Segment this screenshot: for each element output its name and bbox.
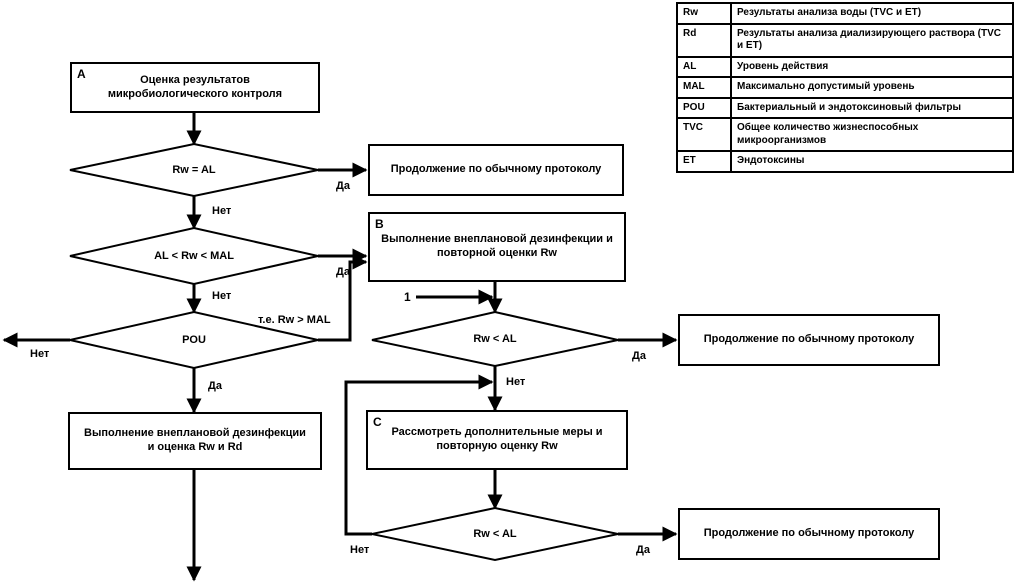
label-no-d3: Нет — [30, 348, 50, 360]
legend-abbr: TVC — [676, 117, 732, 152]
legend-desc: Уровень действия — [730, 55, 1014, 78]
box-usual2-text: Продолжение по обычному протоколу — [703, 333, 915, 346]
decision-d1-text: Rw = AL — [172, 164, 216, 176]
label-no-d1: Нет — [212, 205, 232, 217]
legend-desc: Максимально допустимый уровень — [730, 76, 1014, 99]
legend-row: TVC Общее количество жизнеспособных микр… — [676, 117, 1014, 152]
label-yes-d3: Да — [208, 380, 222, 392]
decision-d5 — [371, 506, 619, 562]
legend-row: POU Бактериальный и эндотоксиновый фильт… — [676, 96, 1014, 119]
decision-d4 — [371, 310, 619, 368]
legend-row: Rd Результаты анализа диализирующего рас… — [676, 22, 1014, 58]
arrow-d3-to-b — [318, 254, 368, 342]
decision-d2-text: AL < Rw < MAL — [154, 250, 234, 262]
legend-row: ET Эндотоксины — [676, 150, 1014, 173]
box-a-text: Оценка результатов микробиологического к… — [107, 73, 283, 100]
decision-d5-text: Rw < AL — [473, 528, 517, 540]
box-c-additional-measures: C Рассмотреть дополнительные меры и повт… — [366, 410, 628, 470]
label-no-d2: Нет — [212, 290, 232, 302]
decision-d4-text: Rw < AL — [473, 333, 517, 345]
box-usual-protocol-1: Продолжение по обычному протоколу — [368, 144, 624, 196]
label-no-d5: Нет — [350, 544, 370, 556]
box-extra-disinfection: Выполнение внеплановой дезинфекции и оце… — [68, 412, 322, 470]
legend-abbr: ET — [676, 150, 732, 173]
box-b-disinfection: B Выполнение внеплановой дезинфекции и п… — [368, 212, 626, 282]
legend-row: MAL Максимально допустимый уровень — [676, 76, 1014, 99]
box-a-assessment: A Оценка результатов микробиологического… — [70, 62, 320, 113]
legend-abbr: POU — [676, 96, 732, 119]
label-yes-d5: Да — [636, 544, 650, 556]
box-c-text: Рассмотреть дополнительные меры и повтор… — [391, 426, 603, 452]
box-usual-protocol-2: Продолжение по обычному протоколу — [678, 314, 940, 366]
label-connector-1: 1 — [404, 290, 411, 304]
label-rw-gt-mal: т.е. Rw > MAL — [258, 314, 331, 326]
box-usual3-text: Продолжение по обычному протоколу — [703, 527, 915, 540]
legend-table: Rw Результаты анализа воды (TVC и ET) Rd… — [676, 2, 1014, 173]
box-extra-text: Выполнение внеплановой дезинфекции и оце… — [84, 427, 306, 453]
decision-d1 — [69, 142, 319, 198]
legend-abbr: AL — [676, 55, 732, 78]
box-usual1-text: Продолжение по обычному протоколу — [390, 163, 602, 176]
legend-row: Rw Результаты анализа воды (TVC и ET) — [676, 2, 1014, 25]
legend-abbr: MAL — [676, 76, 732, 99]
label-no-d4: Нет — [506, 376, 526, 388]
legend-abbr: Rd — [676, 22, 732, 58]
legend-desc: Результаты анализа диализирующего раство… — [730, 22, 1014, 58]
legend-desc: Общее количество жизнеспособных микроорг… — [730, 117, 1014, 152]
label-yes-d4: Да — [632, 350, 646, 362]
legend-abbr: Rw — [676, 2, 732, 25]
label-yes-d2: Да — [336, 266, 350, 278]
legend-row: AL Уровень действия — [676, 55, 1014, 78]
arrow-d5-loop-back — [344, 374, 494, 536]
box-c-letter: C — [373, 415, 382, 429]
box-b-text: Выполнение внеплановой дезинфекции и пов… — [381, 233, 613, 259]
box-a-letter: A — [77, 67, 86, 81]
box-usual-protocol-3: Продолжение по обычному протоколу — [678, 508, 940, 560]
decision-d3 — [69, 310, 319, 370]
legend-desc: Результаты анализа воды (TVC и ET) — [730, 2, 1014, 25]
decision-d3-text: POU — [182, 334, 206, 346]
legend-desc: Бактериальный и эндотоксиновый фильтры — [730, 96, 1014, 119]
label-yes-d1: Да — [336, 180, 350, 192]
box-b-letter: B — [375, 217, 384, 231]
legend-desc: Эндотоксины — [730, 150, 1014, 173]
decision-d2 — [69, 226, 319, 286]
